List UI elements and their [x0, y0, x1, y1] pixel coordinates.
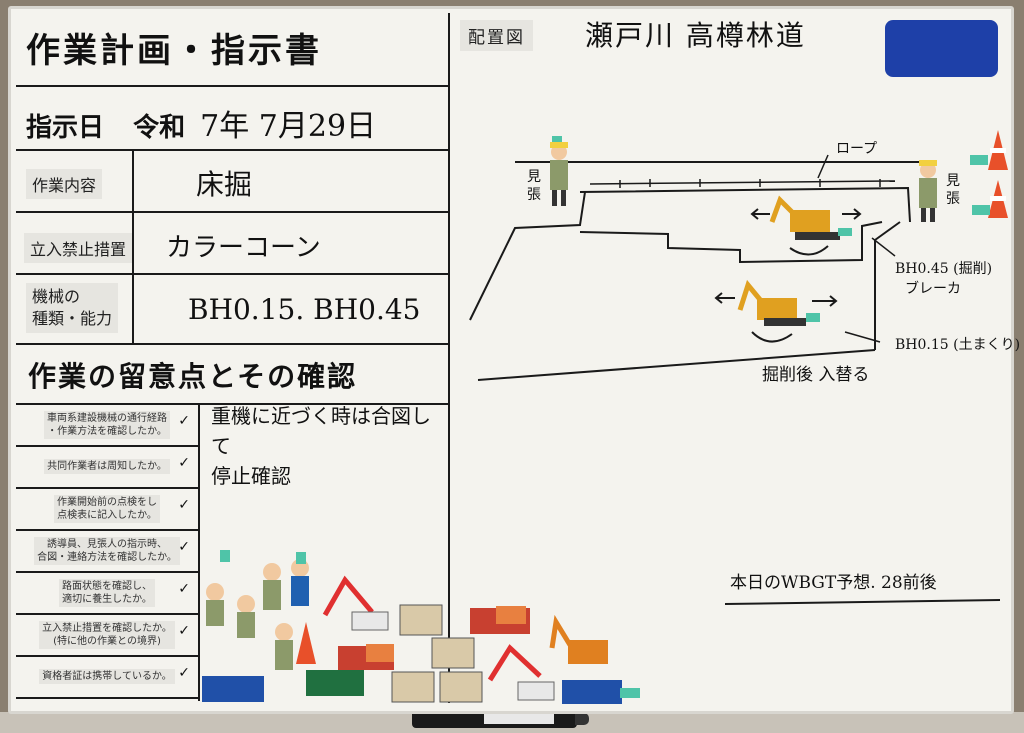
bh015-label: BH0.15 (土まくり) [895, 337, 1021, 353]
check-item-1: 車両系建設機械の通行経路 ・作業方法を確認したか。✓ [16, 405, 198, 447]
row-machine: 機械の 種類・能力 BH0.15. BH0.45 [16, 275, 448, 345]
caution-note: 重機に近づく時は合図して 停止確認 [211, 404, 431, 488]
watchman-left [550, 136, 568, 206]
wbgt-underline [724, 599, 1001, 605]
rope-line [619, 154, 881, 188]
annotation-leaders [844, 237, 896, 343]
movement-arrows [714, 208, 862, 343]
swap-note: 掘削後 入替る [762, 365, 870, 385]
watchman-right [919, 160, 937, 222]
excavator-lower [737, 279, 820, 326]
check-item-3: 作業開始前の点検をし 点検表に記入したか。✓ [16, 489, 198, 531]
section-title: 作業の留意点とその確認 [16, 345, 448, 405]
wbgt-forecast: 本日のWBGT予想. 28前後 [730, 573, 937, 593]
traffic-cones [970, 130, 1008, 218]
date-value: 7年 7月29日 [200, 109, 377, 144]
row-restriction: 立入禁止措置 カラーコーン [16, 213, 448, 275]
breaker-label: ブレーカ [905, 281, 961, 297]
plan-title: 配置図 [460, 20, 533, 51]
value-machine: BH0.15. BH0.45 [188, 293, 421, 326]
bh045-label: BH0.45 (掘削) [895, 261, 993, 277]
label-machine: 機械の 種類・能力 [26, 283, 119, 333]
check-item-4: 誘導員、見張人の指示時、 合図・連絡方法を確認したか。✓ [16, 531, 198, 573]
check-item-7: 資格者証は携帯しているか。✓ [16, 657, 198, 699]
label-work-content: 作業内容 [26, 169, 103, 199]
plan-route: 瀬戸川 高樽林道 [585, 19, 806, 52]
whiteboard [8, 6, 1014, 714]
check-item-2: 共同作業者は周知したか。✓ [16, 447, 198, 489]
excavator-upper [769, 195, 852, 240]
check-item-6: 立入禁止措置を確認したか。 (特に他の作業との境界)✓ [16, 615, 198, 657]
value-work-content: 床掘 [196, 168, 253, 201]
date-row: 指示日 令和 7年 7月29日 [16, 87, 448, 151]
watch-left-label: 見 張 [527, 169, 541, 203]
label-restriction: 立入禁止措置 [24, 233, 133, 263]
form-title: 作業計画・指示書 [16, 13, 448, 87]
date-label: 指示日 [26, 113, 105, 143]
marker-pen [412, 710, 589, 728]
rope-label: ロープ [836, 141, 878, 157]
blue-magnet [885, 20, 998, 77]
instruction-form: 作業計画・指示書 指示日 令和 7年 7月29日 作業内容 床掘 立入禁止措置 … [16, 13, 448, 703]
site-outline [469, 161, 920, 381]
era-label: 令和 [133, 113, 186, 143]
magnet-stickers [202, 550, 640, 704]
watch-right-label: 見 張 [946, 173, 960, 207]
check-item-5: 路面状態を確認し、 適切に養生したか。✓ [16, 573, 198, 615]
row-work-content: 作業内容 床掘 [16, 151, 448, 213]
value-restriction: カラーコーン [166, 233, 321, 263]
board-divider [448, 13, 450, 703]
